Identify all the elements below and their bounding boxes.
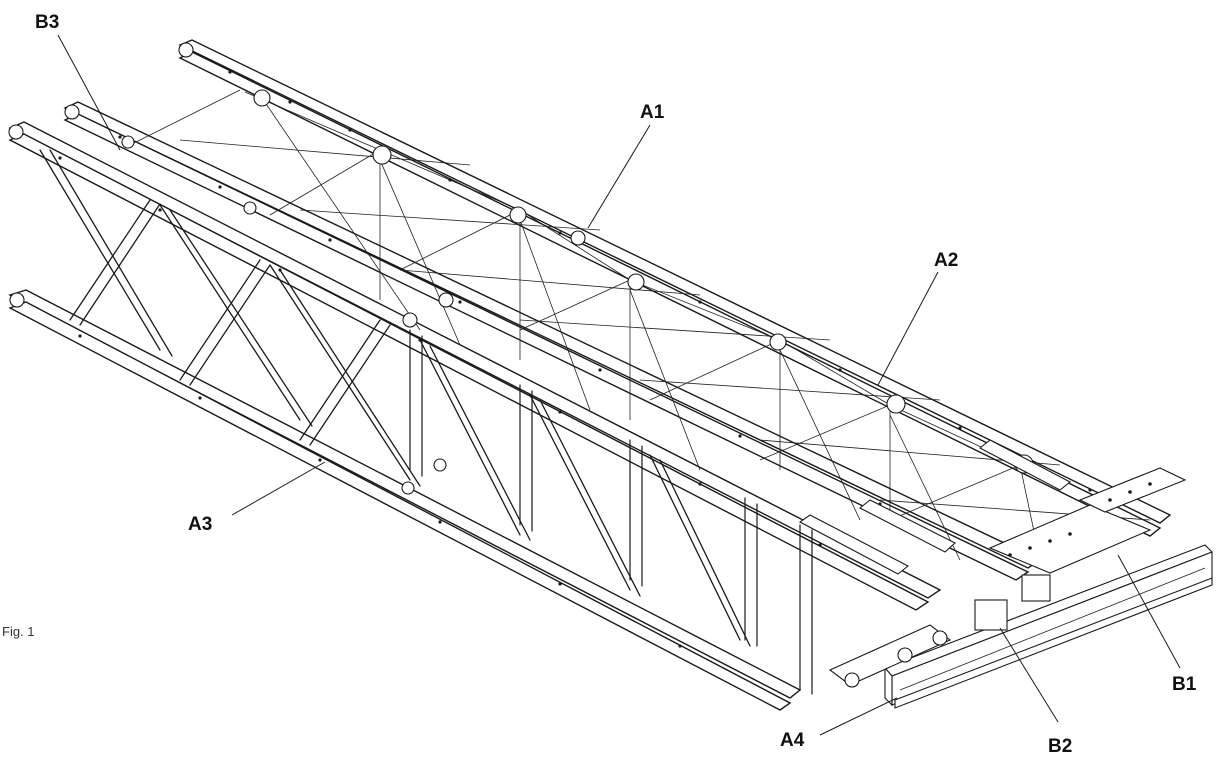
leader-b2 (999, 627, 1059, 723)
callout-a2: A2 (934, 250, 958, 271)
callout-a1: A1 (640, 102, 665, 123)
front-side-web (39, 149, 751, 647)
callout-b2: B2 (1048, 736, 1072, 757)
end-bearing-assembly (828, 467, 1187, 688)
callout-a3: A3 (188, 514, 212, 535)
leader-a1 (587, 124, 651, 229)
callout-a4: A4 (780, 730, 805, 751)
top-bracing (129, 89, 1151, 521)
splice-plates (798, 439, 1072, 575)
callout-b1: B1 (1172, 674, 1197, 695)
rear-side-web (259, 94, 1041, 561)
chord-end-eyes (8, 42, 194, 308)
bottom-chord (8, 289, 802, 711)
leader-b1 (1117, 554, 1181, 669)
figure-caption: Fig. 1 (2, 624, 35, 639)
leader-lines (57, 34, 1181, 736)
vertical-posts (409, 329, 813, 695)
upper-front-chord (63, 101, 1042, 581)
callout-b3: B3 (35, 12, 59, 33)
chord-holes (58, 70, 1092, 648)
leader-a3 (231, 461, 326, 516)
leader-b3 (57, 34, 121, 151)
leader-a2 (877, 271, 939, 386)
leader-a4 (819, 697, 898, 736)
